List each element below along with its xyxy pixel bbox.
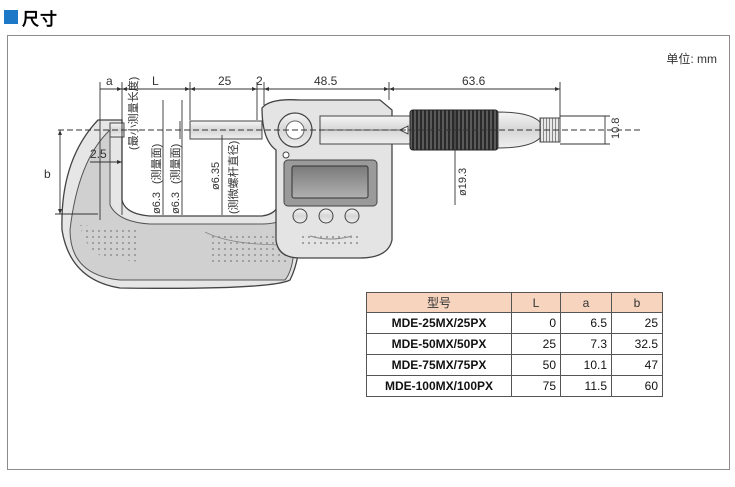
anvil-dia: ø6.3: [151, 192, 163, 214]
dim-a: a: [106, 74, 113, 88]
spec-table: 型号 L a b MDE-25MX/25PX 0 6.5 25 MDE-50MX…: [366, 292, 663, 397]
unit-label: 单位: mm: [666, 52, 717, 66]
dim-63-6: 63.6: [462, 74, 486, 88]
cell-L: 25: [511, 333, 561, 355]
anvil-face-note: (测量面): [150, 144, 163, 184]
dim-2: 2: [256, 74, 263, 88]
cell-b: 60: [611, 375, 663, 397]
table-row: MDE-50MX/50PX 25 7.3 32.5: [366, 333, 663, 355]
title-marker: [4, 10, 18, 24]
dim-L: L: [152, 74, 159, 88]
table-row: MDE-100MX/100PX 75 11.5 60: [366, 375, 663, 397]
screw-dia: ø6.35: [210, 162, 222, 190]
header-model: 型号: [366, 292, 512, 313]
dim-48-5: 48.5: [314, 74, 338, 88]
dim-b: b: [44, 167, 51, 181]
cell-L: 0: [511, 312, 561, 334]
header-L: L: [511, 292, 561, 313]
dimension-arrows: [58, 87, 560, 214]
header-b: b: [611, 292, 663, 313]
min-length-note: (最小测量长度): [126, 77, 140, 150]
cell-b: 25: [611, 312, 663, 334]
spindle-face-note: (测量面): [169, 144, 182, 184]
title-text: 尺寸: [22, 9, 58, 30]
table-row: MDE-25MX/25PX 0 6.5 25: [366, 312, 663, 334]
dim-19-3: ø19.3: [457, 168, 469, 196]
dim-2-5: 2.5: [90, 147, 107, 161]
cell-model: MDE-50MX/50PX: [366, 333, 512, 355]
cell-b: 32.5: [611, 333, 663, 355]
screw-dia-note: (测微螺杆直径): [226, 141, 240, 214]
cell-a: 7.3: [560, 333, 612, 355]
cell-a: 6.5: [560, 312, 612, 334]
cell-a: 10.1: [560, 354, 612, 376]
dim-10-8: 10.8: [610, 118, 622, 139]
table-row: MDE-75MX/75PX 50 10.1 47: [366, 354, 663, 376]
spindle-dia: ø6.3: [170, 192, 182, 214]
cell-model: MDE-25MX/25PX: [366, 312, 512, 334]
dim-25: 25: [218, 74, 232, 88]
spec-table-header: 型号 L a b: [366, 292, 663, 313]
dimension-lines: [55, 82, 640, 220]
section-title: 尺寸: [4, 5, 58, 30]
cell-L: 50: [511, 354, 561, 376]
cell-model: MDE-75MX/75PX: [366, 354, 512, 376]
cell-L: 75: [511, 375, 561, 397]
cell-model: MDE-100MX/100PX: [366, 375, 512, 397]
cell-b: 47: [611, 354, 663, 376]
cell-a: 11.5: [560, 375, 612, 397]
header-a: a: [560, 292, 612, 313]
